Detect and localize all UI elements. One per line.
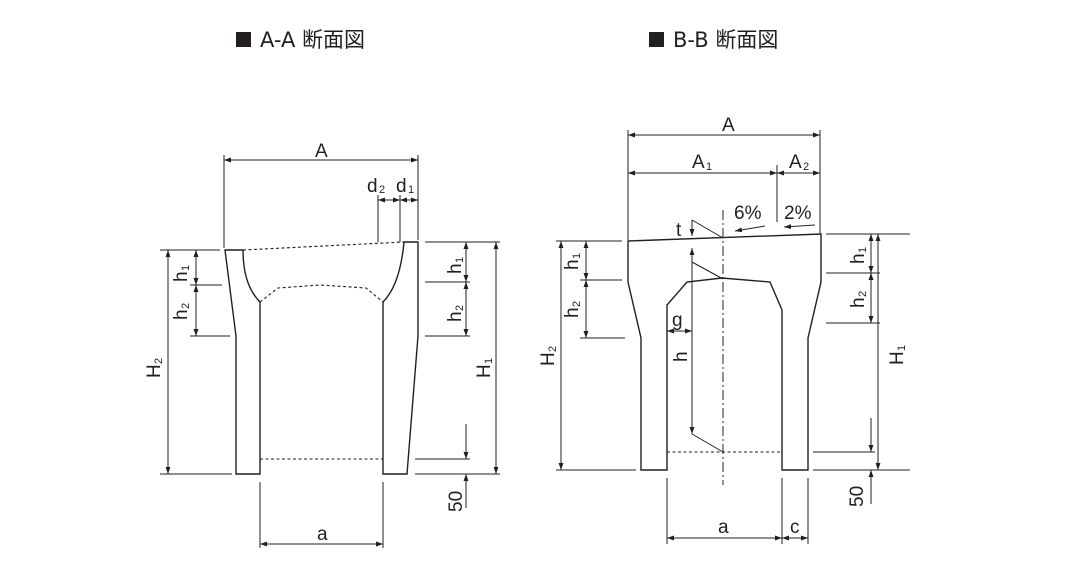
bb-label-H2: H [538, 352, 559, 366]
aa-top-dashed-line [242, 241, 405, 251]
aa-label-50: 50 [446, 491, 467, 512]
aa-inner-dashed-line [259, 284, 384, 303]
section-aa: A-A 断面図 A d 2 d 1 [144, 28, 500, 548]
aa-dim-A: A [223, 141, 419, 248]
aa-dim-left-h: h 1 h 2 [171, 249, 230, 337]
aa-label-H2-sub: 2 [153, 358, 165, 364]
bb-label-A1: A [692, 152, 705, 173]
aa-dim-H2: H 2 [144, 249, 232, 475]
bb-label-slope-2: 2% [784, 203, 812, 224]
bb-left-label-h2-sub: 2 [571, 301, 583, 307]
aa-right-label-h2-sub: 2 [454, 305, 466, 311]
bb-dim-H1: H 1 [813, 233, 910, 471]
aa-label-d2: d [367, 176, 378, 197]
bb-dim-H2: H 2 [538, 240, 636, 471]
aa-dim-right-h: h 1 h 2 [425, 241, 470, 337]
bb-right-label-h2: h [848, 297, 869, 308]
bb-slopes: 6% 2% [734, 203, 816, 233]
aa-right-label-h1: h [445, 263, 466, 274]
title-square-icon [236, 32, 251, 47]
aa-label-H2: H [144, 364, 165, 378]
bb-dim-t: t [676, 219, 724, 241]
aa-dim-d: d 2 d 1 [367, 176, 418, 242]
bb-label-H2-sub: 2 [547, 346, 559, 352]
title-square-icon [649, 32, 664, 47]
aa-left-label-h1: h [171, 271, 192, 282]
bb-dim-a-c: a c [666, 478, 809, 544]
aa-label-A: A [315, 141, 328, 162]
bb-label-A1-sub: 1 [706, 161, 712, 173]
aa-right-wall [382, 241, 419, 475]
bb-right-label-h1: h [848, 253, 869, 264]
bb-label-A2: A [789, 152, 802, 173]
bb-right-label-h1-sub: 1 [857, 247, 869, 253]
bb-label-H1-sub: 1 [896, 345, 908, 351]
aa-right-label-h2: h [445, 311, 466, 322]
bb-label-A: A [722, 115, 735, 136]
bb-label-t: t [676, 220, 682, 241]
bb-left-label-h1-sub: 1 [571, 253, 583, 259]
bb-label-a: a [718, 517, 729, 538]
aa-dim-50: 50 [415, 424, 470, 512]
bb-body [627, 210, 822, 485]
bb-dim-right-h: h 1 h 2 [826, 233, 880, 324]
bb-dim-A: A [627, 115, 821, 240]
aa-label-d2-sub: 2 [379, 184, 385, 196]
bb-left-label-h1: h [562, 259, 583, 270]
aa-dim-a: a [259, 482, 384, 548]
bb-label-g: g [672, 310, 683, 331]
bb-label-50: 50 [847, 486, 868, 507]
bb-dim-left-h: h 1 h 2 [562, 240, 625, 339]
bb-label-H1: H [887, 351, 908, 365]
bb-outline [627, 233, 822, 471]
section-bb: B-B 断面図 A A 1 A 2 6% 2% [538, 28, 910, 544]
aa-left-label-h2: h [171, 309, 192, 320]
aa-label-d1: d [396, 176, 407, 197]
aa-label-a: a [317, 524, 328, 545]
aa-body [224, 241, 419, 475]
aa-left-wall [224, 249, 261, 475]
bb-left-label-h2: h [562, 307, 583, 318]
bb-label-A2-sub: 2 [803, 161, 809, 173]
section-bb-title: B-B 断面図 [673, 28, 778, 52]
aa-label-H1-sub: 1 [483, 358, 495, 364]
aa-left-label-h1-sub: 1 [180, 265, 192, 271]
aa-left-label-h2-sub: 2 [180, 303, 192, 309]
bb-label-c: c [790, 517, 800, 538]
aa-right-label-h1-sub: 1 [454, 257, 466, 263]
bb-dim-50: 50 [813, 418, 875, 507]
bb-dim-A1-A2: A 1 A 2 [628, 152, 820, 222]
bb-label-slope-6: 6% [734, 203, 762, 224]
bb-label-h: h [671, 351, 692, 362]
bb-dim-g: g [667, 310, 692, 334]
bb-right-label-h2-sub: 2 [857, 291, 869, 297]
aa-dim-H1: H 1 [415, 241, 500, 475]
section-aa-title: A-A 断面図 [260, 28, 365, 52]
aa-label-d1-sub: 1 [408, 184, 414, 196]
bb-dim-h: h [671, 248, 724, 453]
aa-label-H1: H [474, 364, 495, 378]
